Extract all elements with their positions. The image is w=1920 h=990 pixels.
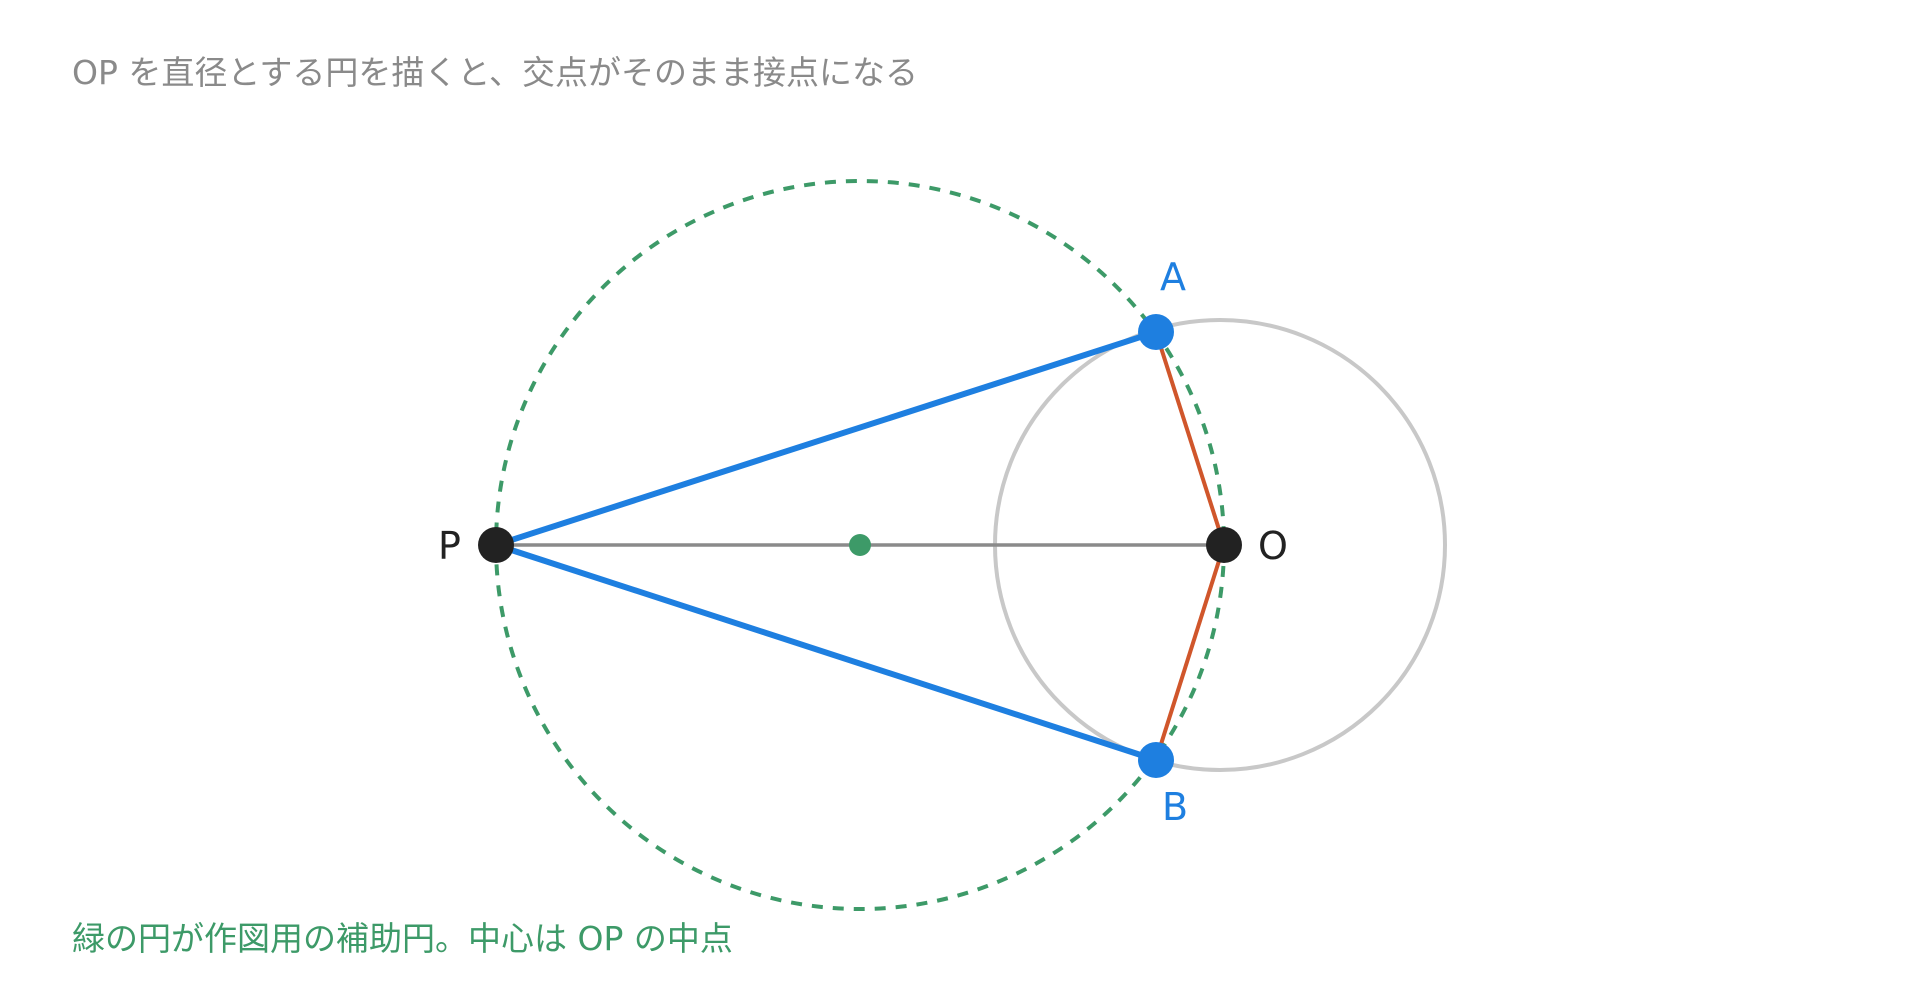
- tangent-pa: [495, 329, 1157, 548]
- midpoint-dot: [849, 534, 871, 556]
- label-a: A: [1160, 255, 1186, 299]
- tangent-pb: [495, 542, 1157, 763]
- radius-ob: [1154, 544, 1226, 761]
- caption-bottom: 緑の円が作図用の補助円。中心は OP の中点: [72, 919, 733, 958]
- point-o: [1206, 527, 1242, 563]
- point-b: [1138, 742, 1174, 778]
- label-p: P: [438, 524, 461, 568]
- caption-top: OP を直径とする円を描くと、交点がそのまま接点になる: [72, 53, 919, 92]
- point-a: [1138, 314, 1174, 350]
- label-o: O: [1258, 524, 1288, 568]
- point-p: [478, 527, 514, 563]
- radius-oa: [1154, 331, 1226, 546]
- label-b: B: [1162, 785, 1188, 829]
